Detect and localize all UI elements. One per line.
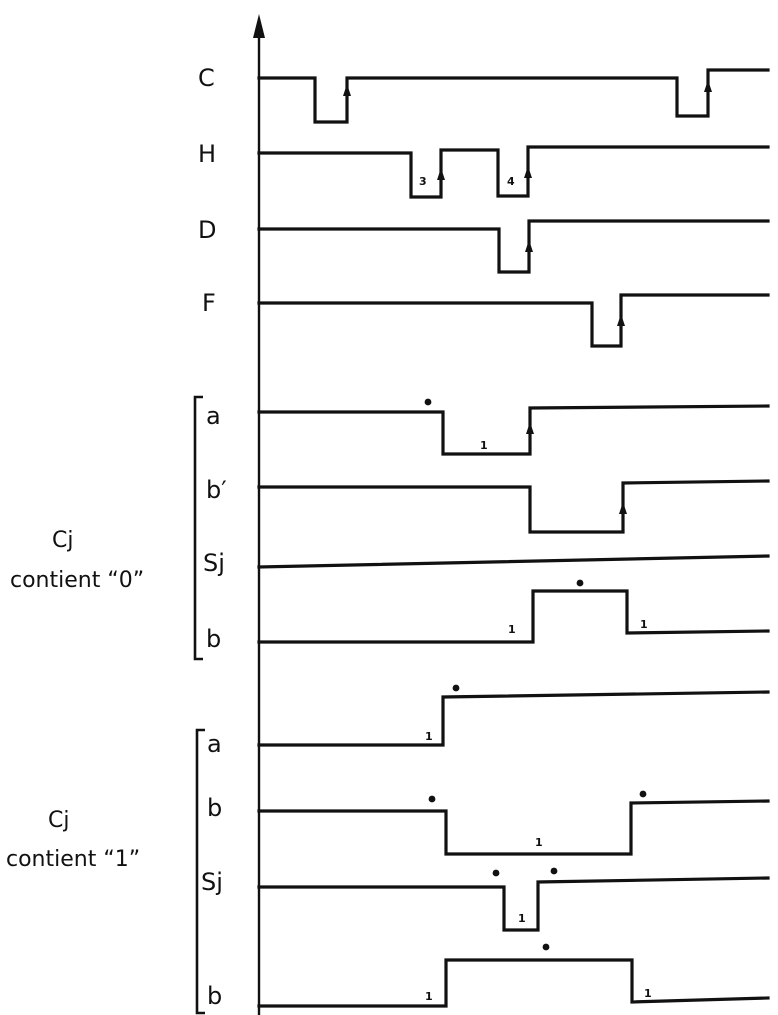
signal-label-sj-0: Sj xyxy=(203,549,225,577)
state-dot xyxy=(550,867,558,875)
group-brace-1 xyxy=(195,728,205,1015)
state-dot xyxy=(542,943,550,951)
signal-label-a-1: a xyxy=(207,730,222,758)
state-dot xyxy=(639,790,647,798)
signal-label-sj-1: Sj xyxy=(201,868,223,896)
signal-label-a-0: a xyxy=(206,402,221,430)
signal-label-bprime-0: b′ xyxy=(206,476,227,504)
signal-label-c: C xyxy=(198,64,215,92)
state-dot xyxy=(428,795,436,803)
signal-label-b2-1: b xyxy=(207,982,222,1010)
edge-arrow-icon xyxy=(704,80,712,92)
waveform-b-1 xyxy=(257,799,770,856)
state-dot xyxy=(576,579,584,587)
pulse-marker-1: 1 xyxy=(425,990,433,1003)
state-dots xyxy=(424,398,647,951)
signal-label-f: F xyxy=(202,289,216,317)
group-0-title: Cj xyxy=(52,528,73,553)
waveform-a-1 xyxy=(257,690,770,747)
edge-arrow-icon xyxy=(524,166,532,178)
waveform-c xyxy=(257,68,770,124)
signal-label-h: H xyxy=(198,140,216,168)
edge-arrow-icon xyxy=(617,314,625,326)
waveform-sj-0 xyxy=(257,554,770,569)
state-dot xyxy=(424,398,432,406)
group-1-subtitle: contient “1” xyxy=(6,847,140,872)
waveform-b-0 xyxy=(257,589,770,644)
group-1-title: Cj xyxy=(48,808,69,833)
pulse-marker-1: 1 xyxy=(480,439,488,452)
edge-arrow-icon xyxy=(437,168,445,180)
waveform-bprime-0 xyxy=(257,479,770,534)
signal-label-b-1: b xyxy=(207,794,222,822)
edge-arrow-icon xyxy=(525,240,533,252)
pulse-marker-1: 1 xyxy=(644,987,652,1000)
signal-label-b-0: b xyxy=(206,625,221,653)
state-dot xyxy=(452,684,460,692)
pulse-marker-4: 4 xyxy=(507,175,515,188)
pulse-marker-1: 1 xyxy=(640,618,648,631)
edge-arrow-icon xyxy=(619,502,627,514)
waveform-h xyxy=(257,145,770,199)
edge-arrows xyxy=(343,80,712,514)
pulse-marker-1: 1 xyxy=(508,623,516,636)
waveform-d xyxy=(257,219,770,274)
pulse-marker-3: 3 xyxy=(419,175,427,188)
pulse-marker-1: 1 xyxy=(518,912,526,925)
waveform-b2-1 xyxy=(257,958,770,1008)
pulse-marker-1: 1 xyxy=(425,730,433,743)
state-dot xyxy=(492,869,500,877)
waveform-f xyxy=(257,293,770,348)
waveform-a-0 xyxy=(257,404,770,456)
axis-arrowhead xyxy=(253,14,265,38)
group-0-subtitle: contient “0” xyxy=(10,568,144,593)
waveform-sj-1 xyxy=(257,876,770,932)
group-brace-0 xyxy=(193,395,203,661)
edge-arrow-icon xyxy=(526,422,534,434)
pulse-marker-1: 1 xyxy=(535,836,543,849)
edge-arrow-icon xyxy=(343,84,351,96)
signal-label-d: D xyxy=(198,216,216,244)
